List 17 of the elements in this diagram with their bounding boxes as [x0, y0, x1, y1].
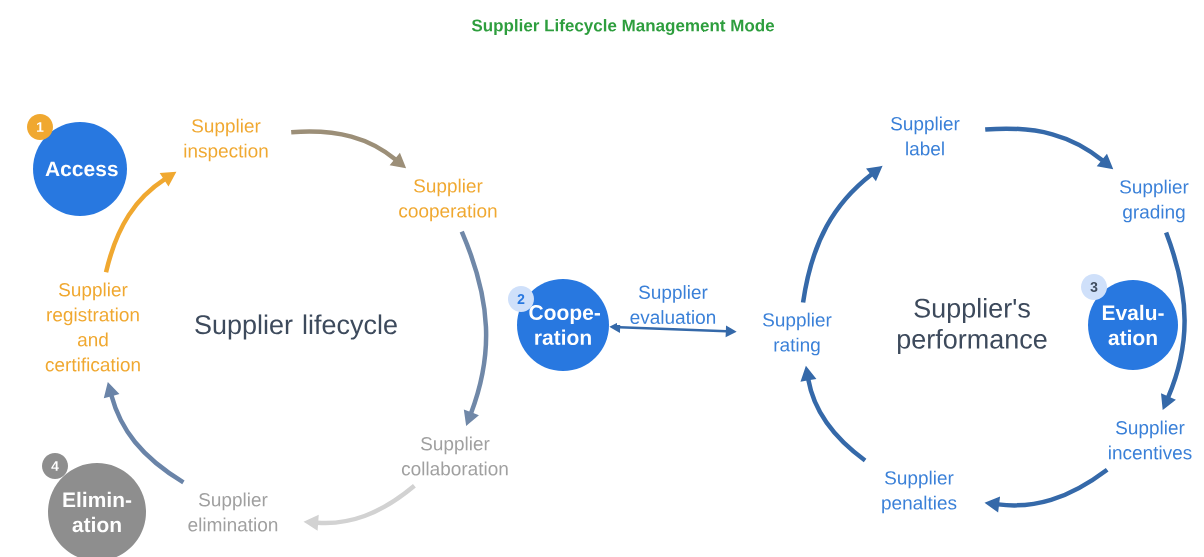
step-label: Supplier inspection [184, 118, 268, 162]
step-label: Supplier grading [1120, 179, 1189, 223]
step-label: Supplier label [891, 116, 960, 156]
step-label: Supplier elimination [188, 492, 278, 532]
number-badge: 4 [42, 453, 68, 479]
step-label: Supplier penalties [882, 470, 957, 514]
heading: Supplier lifecycle [195, 314, 397, 340]
edge-label: Supplier evaluation [617, 284, 729, 326]
heading: Supplier's performance [897, 297, 1047, 355]
step-label: Supplier cooperation [399, 178, 497, 222]
number-badge: 1 [27, 114, 53, 140]
step-label: Supplier rating [763, 312, 832, 356]
title: Supplier Lifecycle Management Mode [471, 19, 775, 35]
number-badge: 3 [1081, 274, 1107, 300]
step-label: Supplier collaboration [401, 436, 508, 476]
step-label: Supplier registration and certification [45, 282, 140, 372]
step-label: Supplier incentives [1109, 420, 1192, 460]
